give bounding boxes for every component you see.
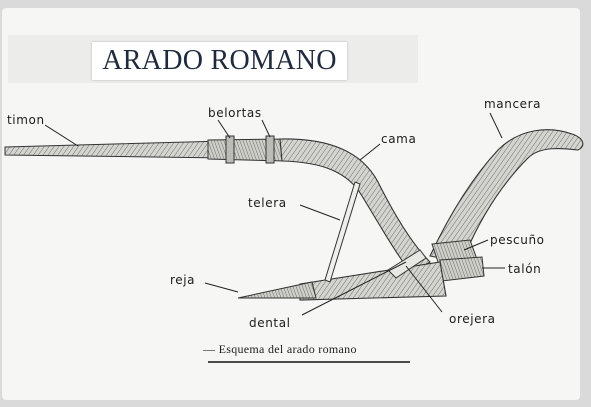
label-reja: reja — [170, 273, 195, 287]
label-belortas: belortas — [208, 106, 262, 120]
belorta-ring-right — [265, 135, 275, 164]
leader-lines — [44, 112, 505, 316]
reja — [237, 281, 317, 299]
figure-caption: — Esquema del arado romano — [202, 342, 357, 356]
label-talon: talón — [508, 262, 541, 276]
orejera — [387, 249, 427, 279]
label-telera: telera — [248, 196, 287, 210]
timon-beam — [4, 140, 226, 159]
belorta-ring-left — [225, 135, 235, 164]
diagram-title: ARADO ROMANO — [102, 45, 337, 76]
mancera — [429, 129, 584, 263]
telera — [324, 181, 361, 283]
label-mancera: mancera — [484, 97, 541, 111]
talon — [439, 256, 485, 282]
dental — [299, 261, 447, 301]
label-dental: dental — [249, 316, 291, 330]
title-label — [92, 42, 347, 80]
cama — [279, 138, 431, 275]
label-pescuno: pescuño — [490, 233, 545, 247]
label-cama: cama — [381, 132, 416, 146]
label-timon: timon — [7, 113, 45, 127]
label-orejera: orejera — [449, 312, 496, 326]
